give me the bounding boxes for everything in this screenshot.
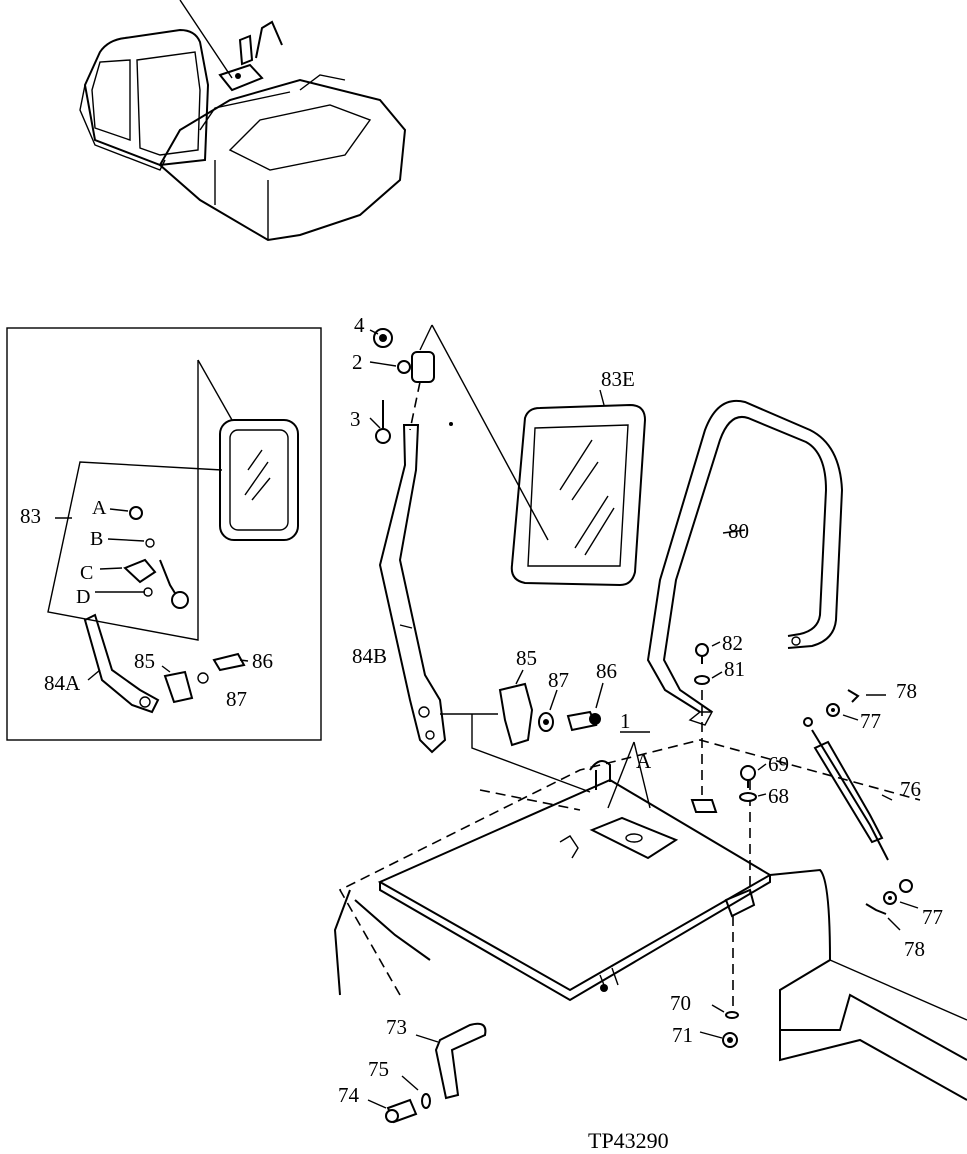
callout-68: 68 xyxy=(768,784,789,808)
bolt-82 xyxy=(695,643,709,657)
callout-82: 82 xyxy=(722,631,743,655)
excavator-overview-illustration xyxy=(79,0,407,242)
inset-bolt xyxy=(212,652,246,672)
washer-2 xyxy=(397,360,411,374)
callout-80: 80 xyxy=(728,519,749,543)
spacer xyxy=(411,351,435,383)
callout-87: 87 xyxy=(548,668,569,692)
callout-81: 81 xyxy=(724,657,745,681)
callout-83-b: B xyxy=(90,528,103,550)
bolt-3 xyxy=(375,428,391,444)
callout-84b: 84B xyxy=(352,644,387,668)
callout-85-inset: 85 xyxy=(134,649,155,673)
callout-74: 74 xyxy=(338,1083,360,1107)
callout-86-inset: 86 xyxy=(252,649,273,673)
callout-labels: 4 2 3 83E 80 84B 85 87 86 82 81 1 A 69 6… xyxy=(20,313,943,1107)
callout-71: 71 xyxy=(672,1023,693,1047)
washer-70 xyxy=(725,1011,739,1019)
callout-84a: 84A xyxy=(44,671,81,695)
mirror-arm-84b xyxy=(378,424,447,754)
callout-3: 3 xyxy=(350,407,361,431)
callout-73: 73 xyxy=(386,1015,407,1039)
callout-87-inset: 87 xyxy=(226,687,247,711)
washer-81 xyxy=(694,675,710,685)
callout-a: A xyxy=(636,749,652,773)
bracket-73-assembly xyxy=(367,1022,487,1124)
clip-78-lower xyxy=(865,903,887,915)
inset-bracket-c xyxy=(123,558,157,584)
inset-nut-a xyxy=(129,506,143,520)
washer-75 xyxy=(421,1093,431,1109)
inset-bolt-d xyxy=(171,591,189,609)
callout-2: 2 xyxy=(352,350,363,374)
inset-mirror-arm xyxy=(83,613,160,714)
callout-83-a: A xyxy=(92,497,107,519)
callout-4: 4 xyxy=(354,313,365,337)
callout-83-d: D xyxy=(76,586,90,608)
callout-83: 83 xyxy=(20,504,41,528)
callout-75: 75 xyxy=(368,1057,389,1081)
hinge-bracket xyxy=(589,760,611,782)
mirror-inset-panel xyxy=(6,327,322,741)
callout-76: 76 xyxy=(900,777,921,801)
callout-78-upper: 78 xyxy=(896,679,917,703)
bracket-73 xyxy=(434,1022,487,1100)
clamp-85 xyxy=(498,682,534,747)
gas-spring-76 xyxy=(803,689,919,931)
bolt-86 xyxy=(566,710,598,732)
callout-77-upper: 77 xyxy=(860,709,881,733)
washer-68 xyxy=(739,792,757,802)
callout-85: 85 xyxy=(516,646,537,670)
callout-86: 86 xyxy=(596,659,617,683)
callout-77-lower: 77 xyxy=(922,905,943,929)
callout-69: 69 xyxy=(768,752,789,776)
callout-78-lower: 78 xyxy=(904,937,925,961)
drawing-code: TP43290 xyxy=(588,1128,669,1153)
cab-roof-panel xyxy=(333,731,967,1101)
bolt-69 xyxy=(740,765,756,781)
inset-frame xyxy=(6,327,322,741)
mirror-83e xyxy=(510,403,647,587)
inset-washer xyxy=(197,672,209,684)
callout-70: 70 xyxy=(670,991,691,1015)
handrail-80 xyxy=(646,399,844,813)
callout-83-c: C xyxy=(80,562,93,584)
inset-mirror xyxy=(219,419,299,541)
inset-clamp xyxy=(163,670,194,704)
clip-78-upper xyxy=(847,689,860,703)
main-mirror-assembly xyxy=(369,324,647,793)
callout-1: 1 xyxy=(620,709,631,733)
inset-washer-b xyxy=(145,538,155,548)
callout-83e: 83E xyxy=(601,367,635,391)
latch-plate xyxy=(589,816,679,860)
